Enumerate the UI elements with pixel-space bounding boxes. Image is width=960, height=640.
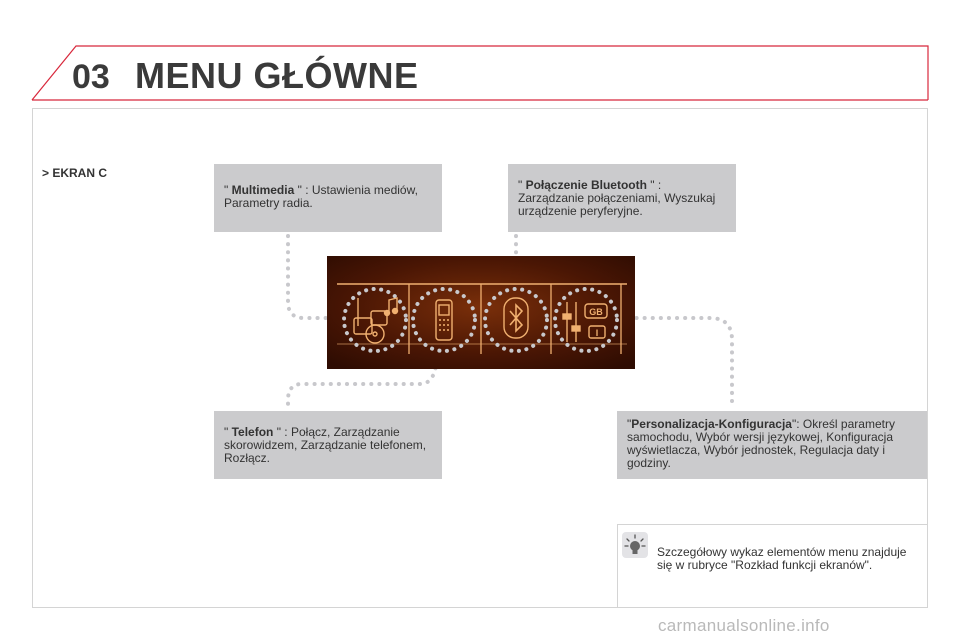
callout-bluetooth-description: Zarządzanie połączeniami, Wyszukaj urząd… <box>518 191 716 218</box>
lamp-icon <box>622 532 648 558</box>
callout-multimedia: " Multimedia " : Ustawienia mediów, Para… <box>214 164 442 232</box>
callout-bluetooth-label: Połączenie Bluetooth <box>525 178 647 192</box>
callout-personalizacja: "Personalizacja-Konfiguracja": Określ pa… <box>617 411 927 479</box>
settings-badge-gb: GB <box>589 307 603 317</box>
header-bar <box>31 45 929 101</box>
callout-multimedia-description: Ustawienia mediów, Parametry radia. <box>224 183 418 210</box>
bluetooth-icon[interactable] <box>503 297 529 339</box>
telephone-icon[interactable] <box>435 299 453 341</box>
callout-telefon-label: Telefon <box>231 425 274 439</box>
callout-personalizacja-description: Określ parametry samochodu, Wybór wersji… <box>627 417 895 470</box>
watermark: carmanualsonline.info <box>658 616 830 635</box>
display-screen: GB I <box>327 256 635 369</box>
screen-label: > EKRAN C <box>42 166 108 180</box>
settings-badge-i: I <box>596 328 599 338</box>
chapter-number: 03 <box>72 58 110 96</box>
note-text: Szczegółowy wykaz elementów menu znajduj… <box>657 545 907 572</box>
page-title: MENU GŁÓWNE <box>135 55 419 96</box>
callout-telefon: " Telefon " : Połącz, Zarządzanie skorow… <box>214 411 442 479</box>
content-frame <box>32 108 928 608</box>
callout-telefon-description: Połącz, Zarządzanie skorowidzem, Zarządz… <box>224 425 427 465</box>
callout-personalizacja-label: Personalizacja-Konfiguracja <box>631 417 792 431</box>
multimedia-icon[interactable] <box>353 297 399 344</box>
callout-multimedia-label: Multimedia <box>231 183 295 197</box>
settings-icon[interactable] <box>562 302 608 342</box>
callout-bluetooth: " Połączenie Bluetooth " : Zarządzanie p… <box>508 164 736 232</box>
note-box <box>617 524 928 608</box>
